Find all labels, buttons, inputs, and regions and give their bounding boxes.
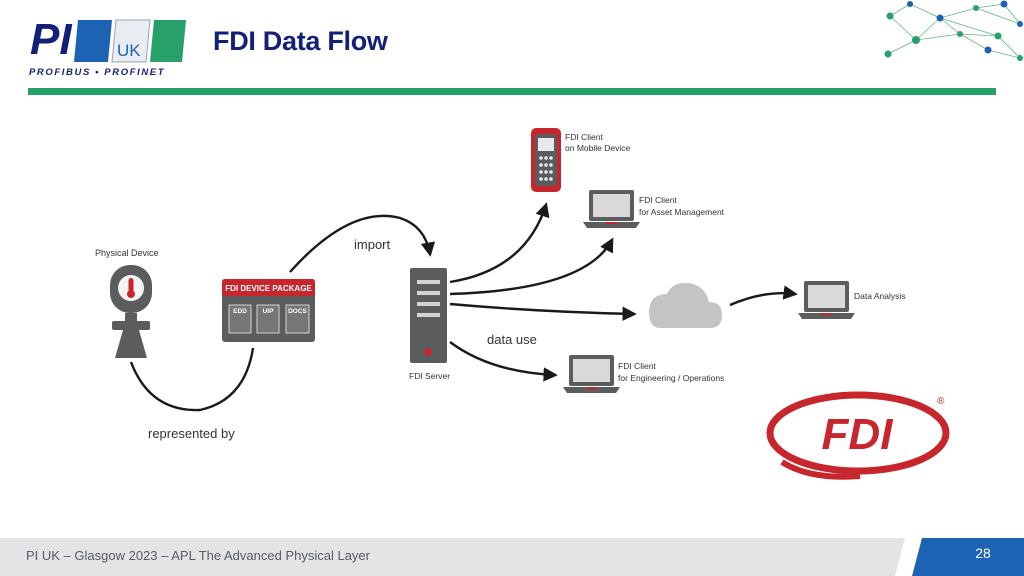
package-item-docs: DOCS [288,308,307,315]
package-item-edd: EDD [233,308,247,315]
asset-client-label-1: FDI Client [639,195,677,205]
package-header [222,279,315,296]
gauge-flange [112,321,150,330]
mobile-device: FDI Client on Mobile Device [531,128,630,192]
page-title: FDI Data Flow [213,26,388,56]
network-lines [887,3,1021,59]
laptop-engineering: FDI Client for Engineering / Operations [563,355,724,393]
fdi-device-package: FDI DEVICE PACKAGE EDD UIP DOCS [222,279,315,342]
fdi-logo: FDI ® [766,391,950,480]
logo-green-block [150,20,186,62]
logo-blue-block [74,20,112,62]
laptop-asset-management: FDI Client for Asset Management [583,190,725,228]
physical-device-label: Physical Device [95,248,159,258]
logo-pi-text: PI [30,15,72,64]
laptop-base [583,222,640,228]
laptop-base [563,387,620,393]
handheld-screen [538,138,554,151]
footer-gray-band [0,538,905,576]
asset-client-label-2: for Asset Management [639,207,725,217]
page-number: 28 [975,545,991,561]
package-uip-box [256,304,280,334]
import-label: import [354,237,391,252]
network-graphic [884,0,1023,61]
arrow-to-analysis [729,285,798,307]
package-edd-box [228,304,252,334]
package-docs-box [285,304,310,334]
package-item-uip: UIP [263,308,275,315]
footer-caption: PI UK – Glasgow 2023 – APL The Advanced … [26,548,370,563]
network-nodes [884,0,1023,61]
cloud-icon [649,282,722,328]
gauge-neck [125,313,137,321]
arrow-represented-by [129,347,255,412]
fdi-logo-swoosh [780,459,861,480]
footer-bar [0,538,1024,576]
fdi-logo-ring [766,391,950,475]
data-use-label: data use [487,332,537,347]
mobile-client-label-2: on Mobile Device [565,143,630,153]
pi-uk-logo: PI UK PROFIBUS • PROFINET [29,15,186,78]
thermometer-bulb [127,290,135,298]
engineering-client-label-2: for Engineering / Operations [618,373,724,383]
arrow-to-engineering [449,341,558,382]
physical-device: Physical Device [95,248,159,358]
thermometer-icon [128,278,134,292]
arrow-to-mobile [449,202,550,284]
gauge-sensor [115,330,147,358]
represented-by-label: represented by [148,426,235,441]
mobile-client-label-1: FDI Client [565,132,603,142]
logo-uk-block [111,19,151,63]
server-power-icon [424,348,433,356]
fdi-server: FDI Server [409,268,450,381]
flow-arrows [129,202,798,412]
arrow-import [289,214,436,273]
arrow-to-asset [449,237,614,296]
fdi-logo-text: FDI [822,410,894,459]
registered-mark: ® [937,396,945,407]
laptop-base [798,313,855,319]
header-divider [28,88,996,95]
engineering-client-label-1: FDI Client [618,361,656,371]
server-label: FDI Server [409,371,450,381]
data-analysis-label: Data Analysis [854,291,906,301]
logo-tagline: PROFIBUS • PROFINET [29,67,165,78]
arrow-to-cloud [449,302,637,321]
laptop-data-analysis: Data Analysis [798,281,906,319]
handheld-keypad [539,156,553,181]
logo-uk-text: UK [117,41,141,60]
footer-page-tab [912,538,1024,576]
package-title: FDI DEVICE PACKAGE [225,284,312,293]
